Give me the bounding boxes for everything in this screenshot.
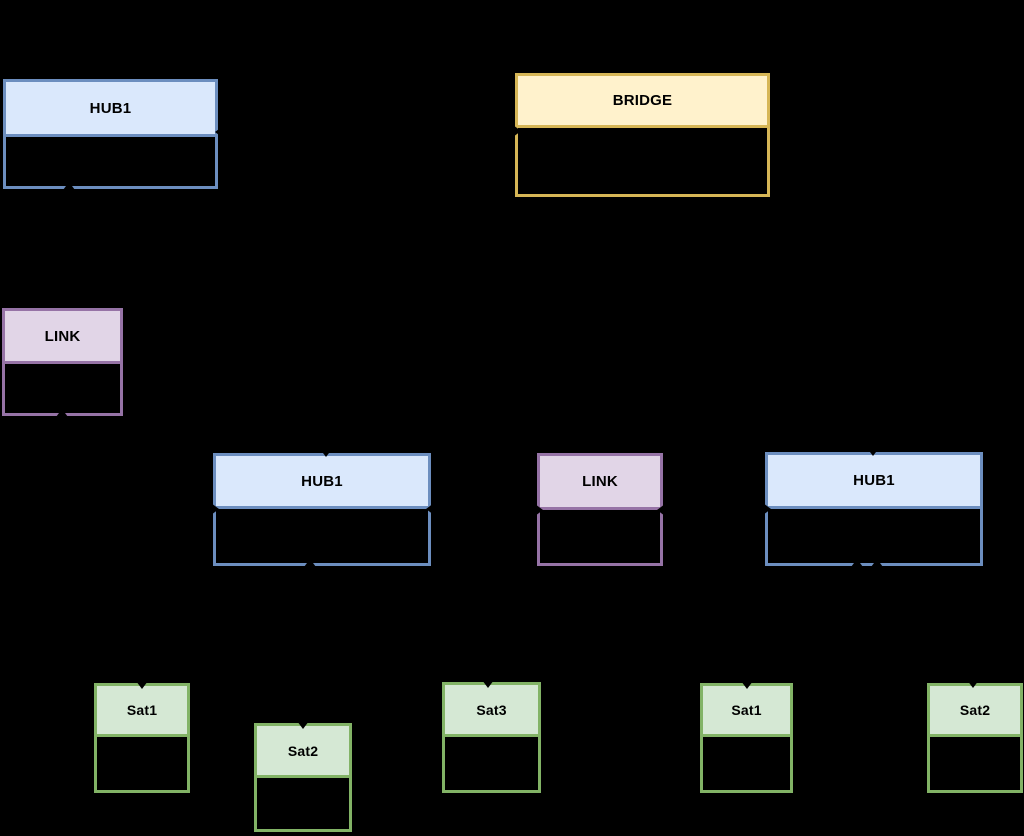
node-sat2-right: Sat2: [927, 683, 1023, 793]
node-header: Sat2: [930, 686, 1020, 737]
connector-arrowhead-down: [482, 680, 494, 688]
connector-arrowhead-right: [535, 504, 543, 516]
node-label: Sat3: [476, 701, 507, 718]
node-label: HUB1: [301, 472, 343, 490]
node-label: Sat2: [959, 702, 991, 718]
connector-arrowhead-down: [320, 449, 332, 457]
node-hub1-top-left: HUB1: [3, 79, 218, 189]
node-sat1-left: Sat1: [94, 683, 190, 793]
node-label: LINK: [44, 327, 81, 345]
connector-arrowhead-down: [867, 448, 879, 456]
node-sat3: Sat3: [442, 682, 541, 793]
connector-arrowhead-up: [56, 409, 68, 417]
node-hub1-right: HUB1: [765, 452, 983, 566]
node-label: Sat1: [126, 702, 158, 718]
node-hub1-middle: HUB1: [213, 453, 431, 566]
node-header: HUB1: [6, 82, 215, 137]
connector-arrowhead-up: [851, 559, 863, 567]
connector-arrowhead-left: [426, 503, 434, 515]
connector-arrowhead-right: [211, 503, 219, 515]
node-label: LINK: [582, 473, 618, 490]
node-header: LINK: [5, 311, 120, 364]
node-header: HUB1: [216, 456, 428, 509]
node-header: HUB1: [768, 455, 980, 509]
node-label: HUB1: [853, 472, 895, 489]
node-label: HUB1: [89, 99, 132, 117]
node-link-left: LINK: [2, 308, 123, 416]
connector-arrowhead-right: [763, 503, 771, 515]
node-label: Sat1: [731, 702, 762, 718]
connector-arrowhead-up: [304, 559, 316, 567]
connector-arrowhead-up: [63, 182, 75, 190]
connector-arrowhead-left: [215, 126, 223, 138]
node-header: Sat1: [703, 686, 790, 737]
connector-arrowhead-left: [657, 504, 665, 516]
connector-arrowhead-up: [871, 559, 883, 567]
connector-arrowhead-down: [136, 681, 148, 689]
node-link-middle: LINK: [537, 453, 663, 566]
node-header: Sat2: [257, 726, 349, 778]
node-label: BRIDGE: [612, 92, 673, 109]
node-header: BRIDGE: [518, 76, 767, 128]
node-label: Sat2: [287, 742, 319, 759]
node-header: Sat1: [97, 686, 187, 737]
connector-arrowhead-right: [513, 125, 521, 137]
node-sat1-right: Sat1: [700, 683, 793, 793]
connector-arrowhead-down: [967, 680, 979, 688]
connector-arrowhead-down: [741, 681, 753, 689]
connector-arrowhead-down: [297, 721, 309, 729]
node-header: LINK: [540, 456, 660, 510]
node-bridge: BRIDGE: [515, 73, 770, 197]
node-header: Sat3: [445, 685, 538, 737]
node-sat2-left: Sat2: [254, 723, 352, 832]
